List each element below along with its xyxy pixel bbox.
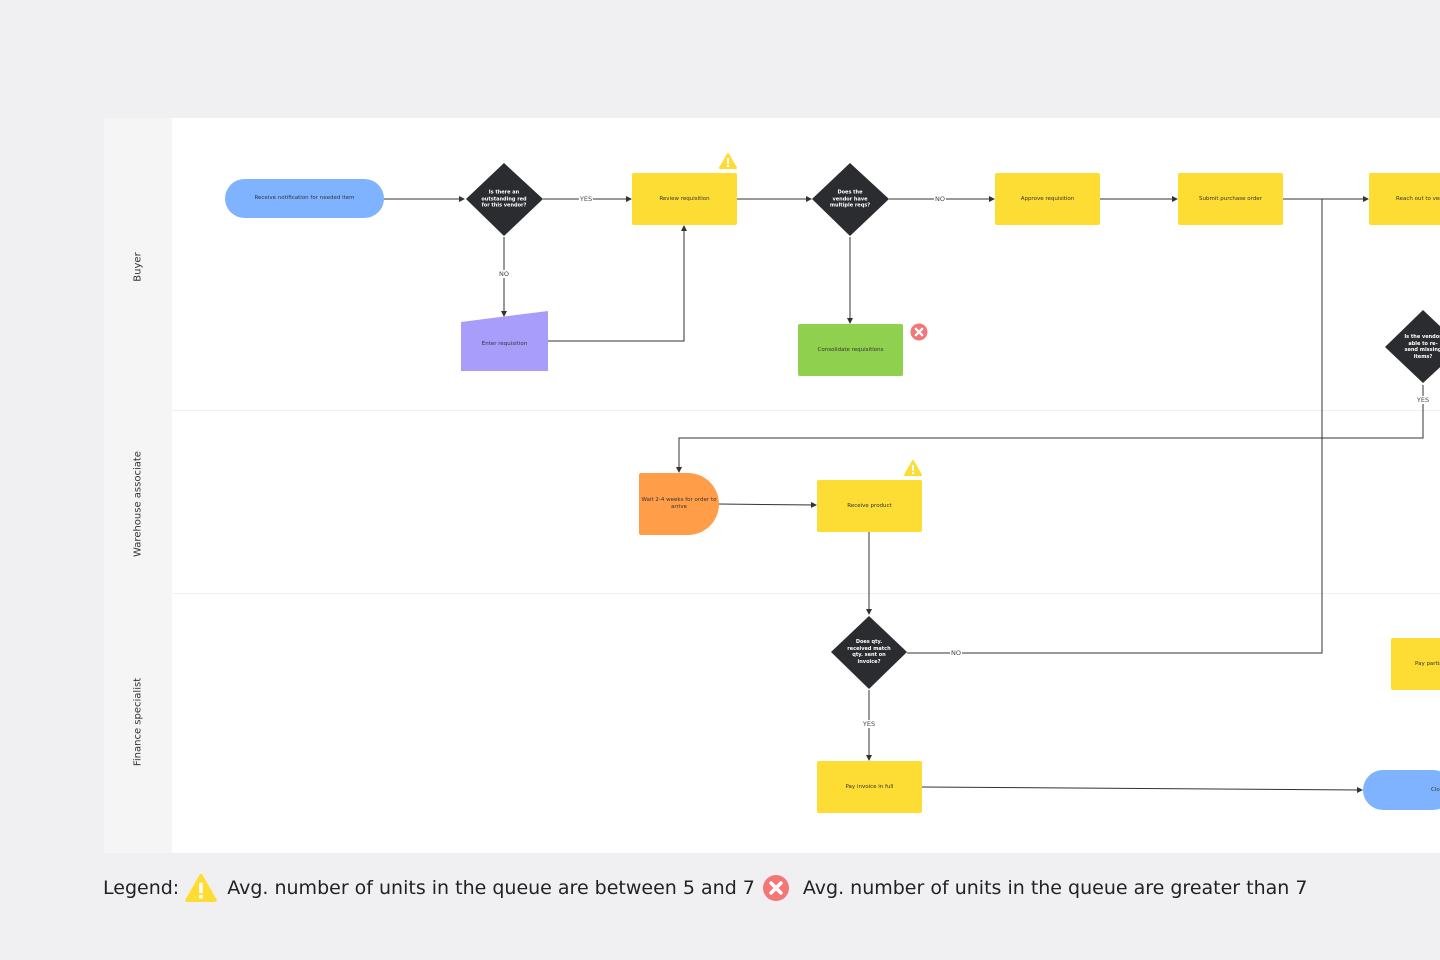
node-enter-requisition[interactable]: Enter requisition bbox=[481, 341, 528, 348]
legend-title: Legend: bbox=[103, 877, 180, 899]
legend-warning-text: Avg. number of units in the queue are be… bbox=[227, 877, 755, 899]
node-submit-purchase-order[interactable]: Submit purchase order bbox=[1178, 173, 1283, 225]
decision-multiple-reqs[interactable]: Does the vendor have multiple reqs? bbox=[829, 189, 871, 209]
connectors bbox=[384, 163, 1440, 793]
edge bbox=[718, 501, 817, 508]
warning-icon bbox=[719, 153, 737, 169]
error-icon bbox=[910, 323, 928, 341]
manual-input-shape bbox=[461, 311, 548, 371]
decision-diamond bbox=[1385, 310, 1440, 383]
edge-label-yes: YES bbox=[578, 195, 594, 203]
warning-icon bbox=[904, 460, 922, 476]
node-reach-out-vendor[interactable]: Reach out to ven bbox=[1369, 173, 1440, 225]
edge bbox=[921, 786, 1363, 793]
edge-label-yes: YES bbox=[1415, 396, 1431, 404]
decision-vendor-resend[interactable]: Is the vendor able to re-send missing it… bbox=[1404, 334, 1440, 360]
decision-diamond bbox=[466, 163, 543, 236]
node-pay-partial[interactable]: Pay partia bbox=[1391, 638, 1440, 690]
edge bbox=[907, 199, 1323, 654]
legend-error-text: Avg. number of units in the queue are gr… bbox=[802, 877, 1308, 899]
node-receive-product[interactable]: Receive product bbox=[817, 480, 922, 532]
decision-diamond bbox=[812, 163, 889, 236]
decision-qty-match[interactable]: Does qty. received match qty. sent on in… bbox=[847, 639, 891, 665]
node-start[interactable]: Receive notification for needed item bbox=[225, 179, 384, 218]
node-wait-order[interactable]: Wait 2-4 weeks for order to arrive bbox=[639, 473, 719, 535]
lane-divider bbox=[172, 410, 1440, 411]
decision-diamond bbox=[831, 616, 907, 689]
error-icon bbox=[762, 875, 789, 901]
edge-label-yes: YES bbox=[861, 720, 877, 728]
node-consolidate-requisitions[interactable]: Consolidate requisitions bbox=[798, 324, 903, 376]
edge-label-no: NO bbox=[934, 195, 946, 203]
edge-label-no: NO bbox=[498, 270, 510, 278]
node-close[interactable]: Clo bbox=[1363, 770, 1440, 810]
lane-header-column bbox=[104, 118, 172, 853]
edge-label-no: NO bbox=[950, 649, 962, 657]
node-pay-invoice-full[interactable]: Pay invoice in full bbox=[817, 761, 922, 813]
edge bbox=[676, 385, 1424, 473]
warning-icon bbox=[185, 874, 217, 902]
node-review-requisition[interactable]: Review requisition bbox=[632, 173, 737, 225]
edge bbox=[548, 225, 687, 342]
decision-outstanding-req[interactable]: Is there an outstanding red for this ven… bbox=[481, 189, 527, 209]
lane-divider bbox=[172, 593, 1440, 594]
node-approve-requisition[interactable]: Approve requisition bbox=[995, 173, 1100, 225]
legend: Legend: Avg. number of units in the queu… bbox=[103, 874, 1313, 902]
flowchart-board: Buyer Warehouse associate Finance specia… bbox=[104, 118, 1440, 853]
